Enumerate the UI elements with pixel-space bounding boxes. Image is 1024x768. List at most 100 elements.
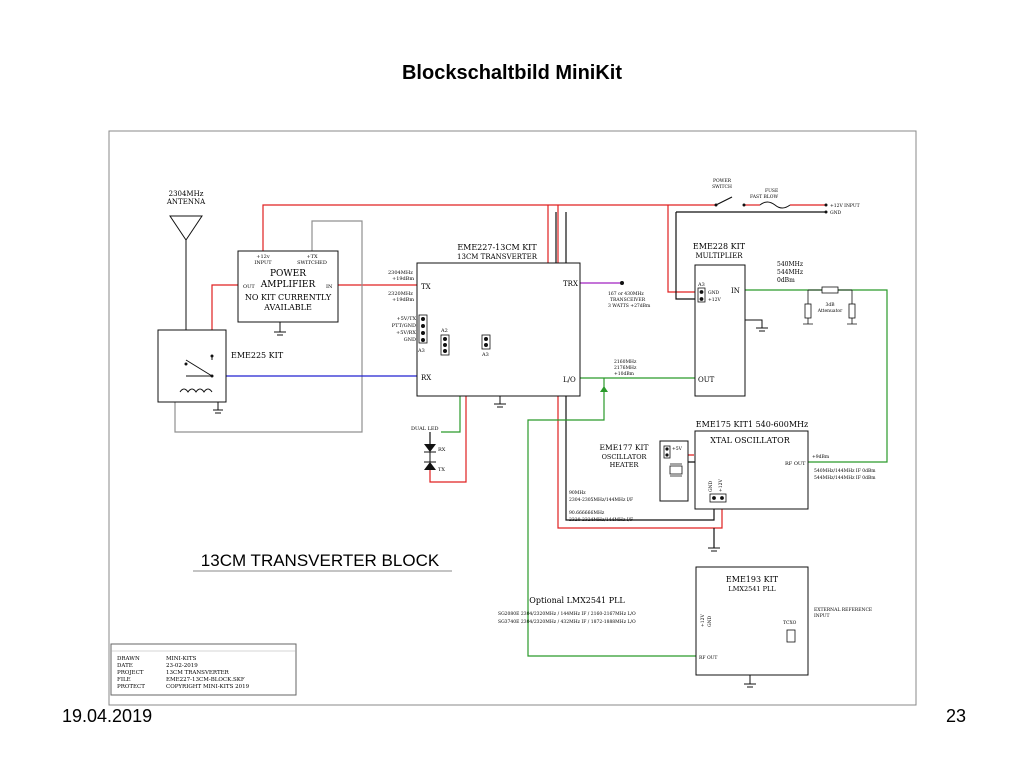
eme193-subtitle: LMX2541 PLL: [728, 585, 776, 593]
pa-tx-label-2: SWITCHED: [297, 260, 327, 266]
lo-note: 2160MHz 2176MHz +10dBm: [600, 359, 637, 392]
rx-port-label: RX: [421, 374, 431, 382]
trx-note-1: 167 or 430MHz: [608, 291, 644, 297]
if-note-b2: 2320-2324MHz/144MHz I/F: [569, 517, 633, 523]
title-block-value-drawn: MINI-KITS: [166, 656, 197, 662]
block-title: 13CM TRANSVERTER BLOCK: [201, 551, 440, 570]
mult-in-note-1: 540MHz: [777, 261, 803, 268]
eme175-block: EME175 KIT1 540-600MHz XTAL OSCILLATOR R…: [694, 420, 809, 510]
lo-note-2: 2176MHz: [614, 365, 637, 371]
rx-freq-2: +19dBm: [392, 297, 414, 303]
pa-out-label: OUT: [243, 284, 255, 290]
eme177-5v-label: +5V: [672, 446, 683, 452]
xtal-osc-label: XTAL OSCILLATOR: [710, 436, 790, 445]
eme193-block: EME193 KIT LMX2541 PLL +12V GND TCXO RF …: [695, 566, 809, 688]
ground-icon: [744, 675, 756, 688]
ground-icon: [274, 322, 286, 336]
eme177-block: EME177 KIT OSCILLATOR HEATER +5V: [600, 440, 689, 502]
rfout-note-1: +9dBm: [812, 454, 830, 460]
attenuator-label-2: Attenuator: [817, 308, 843, 314]
ground-icon: [745, 319, 768, 332]
tx-freq-2: +19dBm: [392, 276, 414, 282]
pin-label-5v-rx: +5V/RX: [396, 330, 416, 336]
pa-input-label-1: +12v: [256, 254, 270, 260]
eme175-gnd-label: GND: [708, 480, 714, 492]
multiplier-input-note: 540MHz 544MHz 0dBm: [777, 261, 803, 284]
lo-note-1: 2160MHz: [614, 359, 637, 365]
eme227-title: EME227-13CM KIT: [457, 243, 537, 252]
if-note-a2: 2304-2305MHz/144MHz I/F: [569, 497, 633, 503]
eme227-block: EME227-13CM KIT 13CM TRANSVERTER 2304MHz…: [388, 243, 581, 408]
pll-row-1: SG2080E 2304/2320MHz / 144MHz IF / 2160-…: [498, 611, 636, 617]
pin-label-ptt: PTT/GND: [392, 323, 416, 329]
ground-icon: [708, 547, 720, 552]
trx-note: 167 or 430MHz TRANSCEIVER 3 WATTS +27dBm: [608, 281, 651, 309]
drawing-frame: [108, 130, 917, 706]
eme193-gnd-label: GND: [707, 615, 713, 627]
eme193-title: EME193 KIT: [726, 575, 779, 584]
wire-tx-switched: [174, 220, 363, 433]
tcxo-icon: [786, 629, 796, 643]
eme225-block: EME225 KIT: [157, 329, 284, 414]
fuse: FUSE FAST BLOW: [750, 188, 791, 209]
supply-gnd-label: GND: [830, 210, 842, 216]
lo-port-label: L/O: [563, 376, 576, 384]
power-amplifier-block: +12v INPUT +TX SWITCHED POWER AMPLIFIER …: [237, 250, 339, 336]
pa-input-label-2: INPUT: [254, 260, 272, 266]
pa-in-label: IN: [326, 284, 333, 290]
ground-icon: [213, 402, 223, 414]
fuse-label-2: FAST BLOW: [750, 194, 778, 200]
power-switch-label-1: POWER: [713, 178, 732, 184]
title-block-value-protect: COPYRIGHT MINI-KITS 2019: [166, 684, 250, 690]
led-rx-icon: [424, 444, 436, 452]
mult-in-note-3: 0dBm: [777, 277, 795, 284]
pin-header-a1: [418, 314, 428, 344]
ext-ref-label-2: INPUT: [814, 613, 829, 619]
slide-title: Blockschaltbild MiniKit: [401, 62, 623, 84]
rfout-note-3: 544MHz/144MHz IF 0dBm: [814, 475, 876, 481]
pll-note: Optional LMX2541 PLL SG2080E 2304/2320MH…: [498, 596, 636, 625]
if-note: 90MHz 2304-2305MHz/144MHz I/F 90.666666M…: [569, 490, 633, 523]
a3b-label: A3: [481, 352, 489, 358]
wire-gnd-multiplier: [675, 212, 700, 300]
eme177-subtitle-1: OSCILLATOR: [602, 453, 648, 461]
wire-12v-multiplier: [667, 205, 700, 293]
ext-ref-label-1: EXTERNAL REFERENCE: [814, 607, 872, 613]
fuse-icon: [759, 201, 791, 209]
a3-label: A3: [417, 348, 425, 354]
trx-note-2: TRANSCEIVER: [610, 297, 646, 303]
external-reference: EXTERNAL REFERENCE INPUT: [814, 607, 872, 619]
rfout-note-2: 540MHz/144MHz IF 0dBm: [814, 468, 876, 474]
title-block-key-protect: PROTECT: [117, 684, 145, 690]
title-block-key-drawn: DRAWN: [117, 656, 140, 662]
ground-icon: [494, 396, 506, 408]
eme228-12v-label: +12V: [708, 297, 721, 303]
pin-header-a2: [440, 334, 450, 356]
eme193-rfout-label: RF OUT: [699, 655, 717, 661]
wire-12v-pa: [262, 204, 716, 251]
pa-title-2: AMPLIFIER: [260, 280, 316, 290]
antenna-label-2: ANTENNA: [166, 198, 206, 206]
eme175-title: EME175 KIT1 540-600MHz: [696, 420, 808, 429]
antenna-label-1: 2304MHz: [169, 190, 204, 198]
power-switch-label-2: SWITCH: [712, 184, 732, 190]
eme177-title: EME177 KIT: [600, 443, 649, 452]
pll-row-2: SG3740E 2304/2320MHz / 432MHz IF / 1872-…: [498, 619, 636, 625]
pa-title-1: POWER: [270, 269, 306, 279]
eme228-out-label: OUT: [698, 376, 715, 384]
pll-optional-label: Optional LMX2541 PLL: [529, 596, 625, 605]
pa-note-1: NO KIT CURRENTLY: [245, 293, 332, 302]
footer-date: 19.04.2019: [62, 706, 153, 726]
led-tx-label: TX: [438, 467, 445, 473]
led-rx-label: RX: [438, 447, 446, 453]
dual-led: DUAL LED RX TX: [411, 426, 446, 473]
fuse-label-1: FUSE: [765, 188, 778, 194]
eme175-12v-label: +12V: [718, 479, 724, 492]
power-switch: POWER SWITCH: [712, 178, 746, 207]
lo-note-3: +10dBm: [614, 371, 635, 377]
tcxo-label: TCXO: [783, 620, 797, 626]
tx-port-label: TX: [421, 283, 431, 291]
pin-label-gnd: GND: [404, 337, 416, 343]
title-block-value-project: 13CM TRANSVERTER: [166, 670, 230, 676]
title-block-key-date: DATE: [117, 663, 133, 669]
